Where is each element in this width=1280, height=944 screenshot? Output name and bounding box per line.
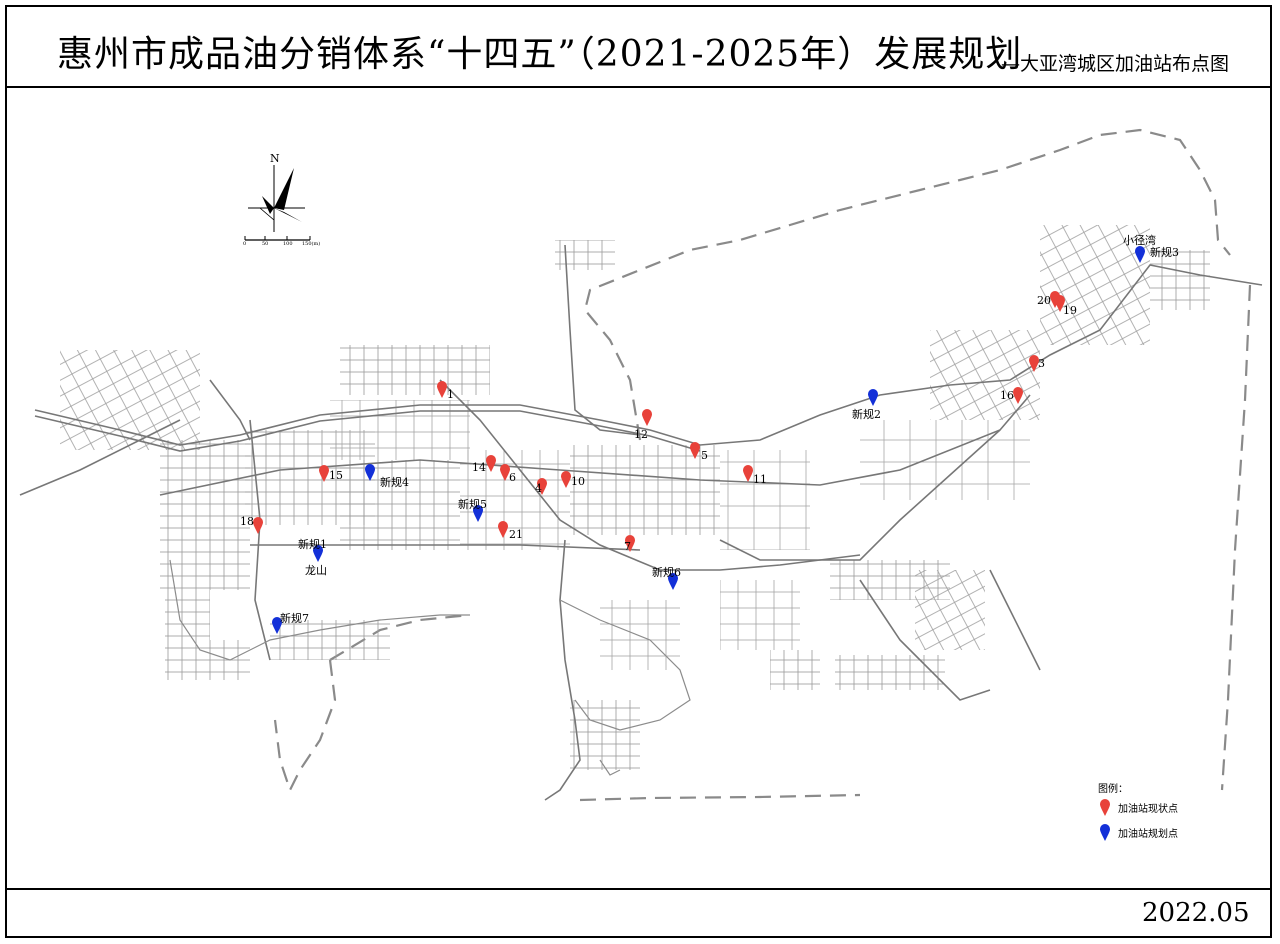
legend-planned-label: 加油站规划点 [1118, 827, 1178, 840]
station-marker-planned[interactable] [868, 389, 878, 406]
station-marker-existing[interactable] [625, 535, 635, 552]
station-label: 6 [509, 471, 516, 484]
station-marker-existing[interactable] [486, 455, 496, 472]
map-frame [5, 5, 1272, 938]
station-label: 新规6 [652, 565, 681, 579]
title-band: 惠州市成品油分销体系“十四五”（2021-2025年）发展规划 —大亚湾城区加油… [5, 5, 1272, 88]
station-label: 18 [240, 515, 254, 528]
station-marker-existing[interactable] [319, 465, 329, 482]
station-label: 新规2 [852, 407, 881, 421]
station-label: 10 [571, 475, 585, 488]
station-label: 4 [535, 482, 542, 495]
station-label: 7 [624, 540, 631, 553]
station-label: 1 [447, 388, 454, 401]
station-label: 新规4 [380, 475, 409, 489]
road-network [60, 225, 1210, 770]
legend-planned-icon [1100, 824, 1110, 841]
station-marker-existing[interactable] [690, 442, 700, 459]
station-marker-existing[interactable] [561, 471, 571, 488]
station-marker-planned[interactable] [365, 464, 375, 481]
station-label: 新规5 [458, 497, 487, 511]
legend-existing-icon [1100, 799, 1110, 816]
station-label: 15 [329, 469, 343, 482]
station-marker-existing[interactable] [500, 464, 510, 481]
station-marker-existing[interactable] [1029, 355, 1039, 372]
station-marker-planned[interactable] [473, 505, 483, 522]
map-subtitle: —大亚湾城区加油站布点图 [1001, 53, 1230, 75]
place-label-longshan: 龙山 [305, 564, 327, 577]
station-marker-existing[interactable] [1050, 291, 1060, 308]
scale-tick-150: 150(m) [302, 240, 320, 247]
place-label-xiaojingwan: 小径湾 [1123, 233, 1156, 247]
station-label: 11 [753, 473, 767, 486]
station-marker-existing[interactable] [437, 381, 447, 398]
scale-tick-0: 0 [243, 241, 246, 247]
station-label: 新规1 [298, 537, 327, 551]
station-label: 16 [1000, 389, 1014, 402]
station-marker-planned[interactable] [313, 545, 323, 562]
station-marker-planned[interactable] [668, 573, 678, 590]
station-marker-existing[interactable] [743, 465, 753, 482]
map-canvas[interactable]: N 0 50 100 150(m) 龙山 小径湾 1 3 4 5 6 7 10 … [7, 90, 1270, 886]
station-label: 新规3 [1150, 245, 1179, 259]
map-title: 惠州市成品油分销体系“十四五”（2021-2025年）发展规划 [57, 34, 1023, 75]
north-label: N [270, 152, 280, 165]
station-label: 12 [634, 428, 648, 441]
station-marker-planned[interactable] [272, 617, 282, 634]
existing-station-markers: 1 3 4 5 6 7 10 11 12 14 15 16 18 19 20 2… [240, 291, 1077, 553]
map-date: 2022.05 [1142, 898, 1250, 928]
station-label: 3 [1038, 357, 1045, 370]
station-marker-existing[interactable] [498, 521, 508, 538]
station-label: 14 [472, 461, 486, 474]
bottom-divider [5, 888, 1272, 890]
station-marker-existing[interactable] [642, 409, 652, 426]
planned-station-markers: 新规1 新规2 新规3 新规4 新规5 新规6 新规7 [272, 245, 1179, 634]
station-marker-planned[interactable] [1135, 246, 1145, 263]
legend-existing-label: 加油站现状点 [1118, 802, 1178, 815]
legend-heading: 图例： [1098, 782, 1128, 795]
legend: 图例： 加油站现状点 加油站规划点 [1098, 782, 1178, 841]
station-label: 21 [509, 528, 523, 541]
scale-tick-50: 50 [262, 241, 268, 247]
coastline [169, 559, 691, 776]
station-marker-existing[interactable] [1013, 387, 1023, 404]
station-label: 19 [1063, 304, 1077, 317]
north-arrow: N 0 50 100 150(m) [243, 152, 320, 247]
station-label: 5 [701, 449, 708, 462]
scale-tick-100: 100 [283, 241, 293, 247]
station-marker-existing[interactable] [537, 478, 547, 495]
station-marker-existing[interactable] [253, 517, 263, 534]
station-label: 20 [1037, 294, 1051, 307]
station-label: 新规7 [280, 611, 309, 625]
